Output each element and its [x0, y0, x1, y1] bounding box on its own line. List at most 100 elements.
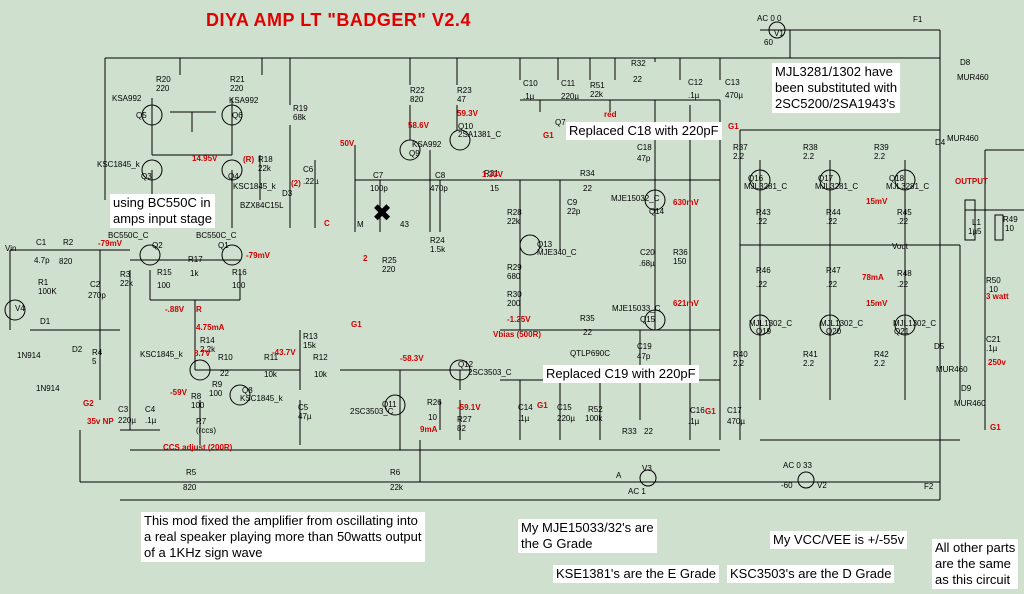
- component-label: 220µ: [118, 416, 136, 425]
- component-label: KSC1845_k: [233, 182, 277, 191]
- component-label: R43: [756, 208, 771, 217]
- measurement-label: G1: [351, 320, 362, 329]
- component-label: 100: [232, 281, 246, 290]
- measurement-label: 35v NP: [87, 417, 114, 426]
- measurement-label: 630mV: [673, 198, 699, 207]
- component-label: 220: [382, 265, 396, 274]
- component-label: 22: [583, 328, 592, 337]
- component-label: .22: [756, 217, 768, 226]
- component-label: 100: [157, 281, 171, 290]
- component-label: R34: [580, 169, 595, 178]
- measurement-label: R: [196, 305, 202, 314]
- component-label: 1.5k: [430, 245, 446, 254]
- component-label: R22: [410, 86, 425, 95]
- note-oscillation-fix: This mod fixed the amplifier from oscill…: [141, 512, 425, 562]
- component-label: .1µ: [688, 91, 700, 100]
- component-label: C4: [145, 405, 156, 414]
- measurement-label: -43.7V: [272, 348, 296, 357]
- component-label: .1µ: [518, 414, 530, 423]
- component-label: BC550C_C: [108, 231, 149, 240]
- component-label: -60: [781, 481, 793, 490]
- component-label: MJE15033_C: [612, 304, 661, 313]
- component-label: 1k: [190, 269, 199, 278]
- measurement-label: 621mV: [673, 299, 699, 308]
- component-label: R40: [733, 350, 748, 359]
- component-label: KSC1845_k: [97, 160, 141, 169]
- component-label: R3: [120, 270, 131, 279]
- component-label: R36: [673, 248, 688, 257]
- component-label: MUR460: [936, 365, 968, 374]
- page-title: DIYA AMP LT "BADGER" V2.4: [206, 10, 471, 30]
- component-label: R45: [897, 208, 912, 217]
- component-label: R38: [803, 143, 818, 152]
- component-label: MJE15032_C: [611, 194, 660, 203]
- measurement-label: -.88V: [165, 305, 185, 314]
- measurement-label: (2): [291, 179, 301, 188]
- removed-component-mark: ✖: [372, 199, 393, 227]
- measurement-label: OUTPUT: [955, 177, 988, 186]
- component-label: 470µ: [727, 417, 745, 426]
- measurement-label: red: [604, 110, 617, 119]
- measurement-label: (R): [243, 155, 254, 164]
- component-label: C20: [640, 248, 655, 257]
- component-label: Q19: [756, 327, 772, 336]
- component-label: 10: [989, 285, 998, 294]
- component-label: 2.2: [733, 152, 745, 161]
- component-label: R8: [191, 392, 202, 401]
- component-label: 68k: [293, 113, 307, 122]
- component-label: (rccs): [196, 426, 216, 435]
- note-c18: Replaced C18 with 220pF: [566, 122, 722, 140]
- component-label: 22k: [390, 483, 404, 492]
- measurement-label: 15mV: [866, 299, 888, 308]
- component-label: 2.2: [874, 152, 886, 161]
- component-label: MJL1302_C: [820, 319, 863, 328]
- component-label: Q10: [458, 122, 474, 131]
- component-label: 2.2: [874, 359, 886, 368]
- component-label: 22k: [507, 217, 521, 226]
- component-label: 2SC3503_C: [468, 368, 512, 377]
- measurement-label: CCS adjust (200R): [163, 443, 233, 452]
- component-label: .22: [897, 217, 909, 226]
- component-label: R12: [313, 353, 328, 362]
- component-label: C9: [567, 198, 578, 207]
- component-label: Q6: [232, 111, 243, 120]
- component-label: 22k: [258, 164, 272, 173]
- component-label: 470p: [430, 184, 448, 193]
- measurement-label: 14.95V: [192, 154, 218, 163]
- component-label: D2: [72, 345, 83, 354]
- component-label: C13: [725, 78, 740, 87]
- component-label: .1µ: [145, 416, 157, 425]
- note-other-parts: All other parts are the same as this cir…: [932, 539, 1019, 589]
- component-label: Q16: [748, 174, 764, 183]
- measurement-label: -59.1V: [457, 403, 481, 412]
- component-label: 100: [209, 389, 223, 398]
- measurement-label: C: [324, 219, 330, 228]
- component-label: R24: [430, 236, 445, 245]
- component-label: MJL3281_C: [886, 182, 929, 191]
- component-label: R33: [622, 427, 637, 436]
- component-label: V3: [642, 464, 652, 473]
- component-label: Q1: [218, 241, 229, 250]
- component-label: D5: [934, 342, 945, 351]
- component-label: .1µ: [523, 92, 535, 101]
- measurement-label: 59.3V: [457, 109, 479, 118]
- component-label: 270p: [88, 291, 106, 300]
- component-label: 2.2: [803, 152, 815, 161]
- component-label: C17: [727, 406, 742, 415]
- component-label: D4: [935, 138, 946, 147]
- component-label: KSA992: [412, 140, 442, 149]
- component-label: MJE340_C: [537, 248, 577, 257]
- component-label: Q20: [826, 327, 842, 336]
- component-label: C7: [373, 171, 384, 180]
- component-label: R10: [218, 353, 233, 362]
- component-label: 200: [507, 299, 521, 308]
- component-label: BZX84C15L: [240, 201, 284, 210]
- component-label: R41: [803, 350, 818, 359]
- component-label: KSC1845_k: [140, 350, 184, 359]
- component-label: MUR460: [954, 399, 986, 408]
- measurement-label: 2: [363, 254, 368, 263]
- measurement-label: G1: [728, 122, 739, 131]
- component-label: R32: [631, 59, 646, 68]
- component-label: R46: [756, 266, 771, 275]
- component-label: M: [357, 220, 364, 229]
